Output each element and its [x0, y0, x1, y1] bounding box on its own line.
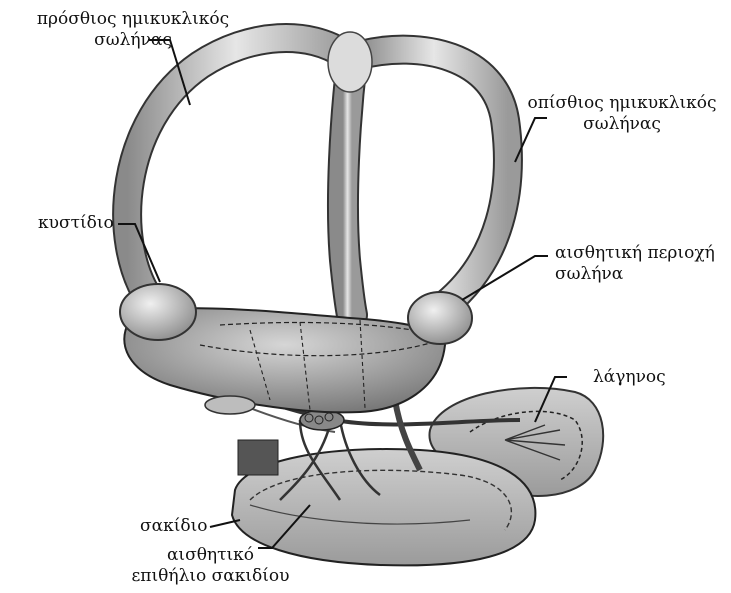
- common-crus: [328, 32, 372, 315]
- label-sensory-region-line2: σωλήνα: [555, 264, 715, 285]
- label-posterior-canal: οπίσθιος ημικυκλικός σωλήνας: [513, 93, 731, 135]
- label-anterior-canal-line2: σωλήνας: [18, 30, 248, 51]
- anterior-ampulla: [120, 284, 196, 340]
- label-saccule-epithelium-line2: επιθήλιο σακιδίου: [123, 566, 298, 587]
- label-sensory-region: αισθητική περιοχή σωλήνα: [555, 243, 715, 285]
- label-posterior-canal-line2: σωλήνας: [513, 114, 731, 135]
- posterior-semicircular-canal: [360, 50, 508, 305]
- anterior-semicircular-canal: [127, 38, 345, 300]
- label-lagena: λάγηνος: [593, 367, 666, 388]
- label-anterior-canal: πρόσθιος ημικυκλικός σωλήνας: [18, 9, 248, 51]
- label-saccule: σακίδιο: [140, 516, 208, 537]
- label-anterior-canal-line1: πρόσθιος ημικυκλικός: [18, 9, 248, 30]
- label-saccule-epithelium: αισθητικό επιθήλιο σακιδίου: [123, 545, 298, 587]
- label-saccule-epithelium-line1: αισθητικό: [123, 545, 298, 566]
- label-sensory-region-line1: αισθητική περιοχή: [555, 243, 715, 264]
- label-posterior-canal-line1: οπίσθιος ημικυκλικός: [513, 93, 731, 114]
- label-utricle: κυστίδιο: [38, 213, 114, 234]
